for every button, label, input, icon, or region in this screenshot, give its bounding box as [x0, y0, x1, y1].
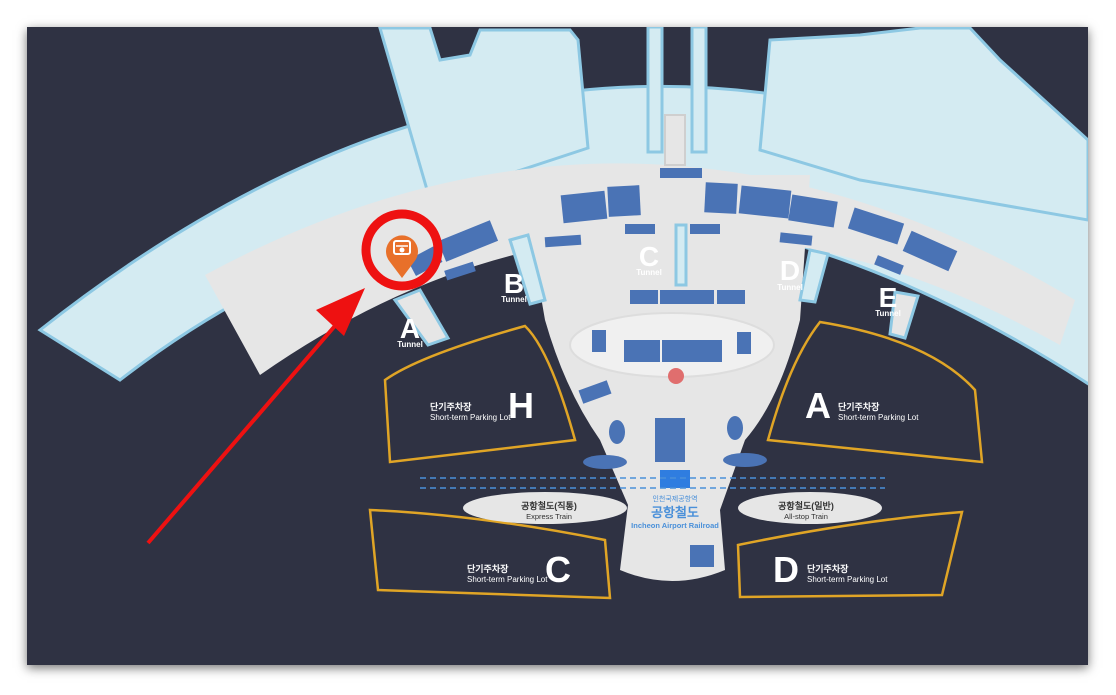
parking-h-english: Short-term Parking Lot: [430, 413, 511, 422]
parking-d-korean: 단기주차장: [807, 563, 849, 574]
tunnel-d-connector: [798, 248, 830, 304]
parking-lot-a[interactable]: [766, 320, 984, 464]
station-korean: 공항철도: [651, 505, 699, 520]
parking-c-english: Short-term Parking Lot: [467, 575, 548, 584]
map-frame: A Tunnel B Tunnel C Tunnel D Tunnel E Tu…: [27, 27, 1088, 665]
tunnel-a-letter: A: [400, 313, 420, 344]
gate-blocks: [407, 168, 958, 567]
tunnel-a-label: Tunnel: [397, 340, 423, 349]
tunnel-c-connector: [674, 223, 688, 287]
parking-lot-d[interactable]: [736, 510, 964, 599]
center-left-pod: [609, 420, 625, 444]
station-small-korean: 인천국제공항역: [652, 494, 697, 503]
center-right-pod: [727, 416, 743, 440]
tunnel-c-letter: C: [639, 241, 659, 272]
express-train-korean: 공항철도(직통): [521, 500, 577, 511]
station-platform: [660, 470, 690, 488]
tunnel-e-letter: E: [879, 282, 898, 313]
concourse-right-block: [758, 27, 1088, 222]
tunnel-c-label: Tunnel: [636, 268, 662, 277]
express-train-english: Express Train: [526, 512, 572, 521]
tunnel-e-connector: [888, 290, 920, 340]
parking-lot-h[interactable]: [383, 324, 577, 464]
airport-map: A Tunnel B Tunnel C Tunnel D Tunnel E Tu…: [37, 27, 1088, 600]
parking-c-letter: C: [545, 549, 571, 590]
center-bottom-left-pod: [583, 455, 627, 469]
highlight-circle: [361, 209, 443, 291]
center-dot: [668, 368, 684, 384]
tunnel-a-connector: [392, 288, 451, 347]
tunnel-b-connector: [508, 233, 547, 306]
shop-pin-icon[interactable]: [385, 235, 418, 278]
parking-h-korean: 단기주차장: [430, 401, 472, 412]
tunnel-d-letter: D: [780, 255, 800, 286]
station-english: Incheon Airport Railroad: [631, 521, 719, 530]
parking-d-english: Short-term Parking Lot: [807, 575, 888, 584]
allstop-train-korean: 공항철도(일반): [778, 500, 834, 511]
control-tower: [664, 114, 686, 166]
red-arrow-icon: [146, 288, 365, 545]
tunnel-b-letter: B: [504, 268, 524, 299]
allstop-train-pill[interactable]: [738, 492, 882, 524]
parking-a-english: Short-term Parking Lot: [838, 413, 919, 422]
parking-lot-c[interactable]: [368, 508, 612, 600]
tunnel-d-label: Tunnel: [777, 283, 803, 292]
parking-a-letter: A: [805, 385, 831, 426]
parking-a-korean: 단기주차장: [838, 401, 880, 412]
allstop-train-english: All-stop Train: [784, 512, 828, 521]
parking-c-korean: 단기주차장: [467, 563, 509, 574]
tunnel-e-label: Tunnel: [875, 309, 901, 318]
terminal-center: [520, 175, 810, 581]
parking-h-letter: H: [508, 385, 534, 426]
express-train-pill[interactable]: [463, 492, 627, 524]
concourse-shaft-right: [690, 27, 708, 154]
center-bottom-right-pod: [723, 453, 767, 467]
concourse-shaft-left: [646, 27, 664, 154]
parking-d-letter: D: [773, 549, 799, 590]
tunnel-b-label: Tunnel: [501, 295, 527, 304]
